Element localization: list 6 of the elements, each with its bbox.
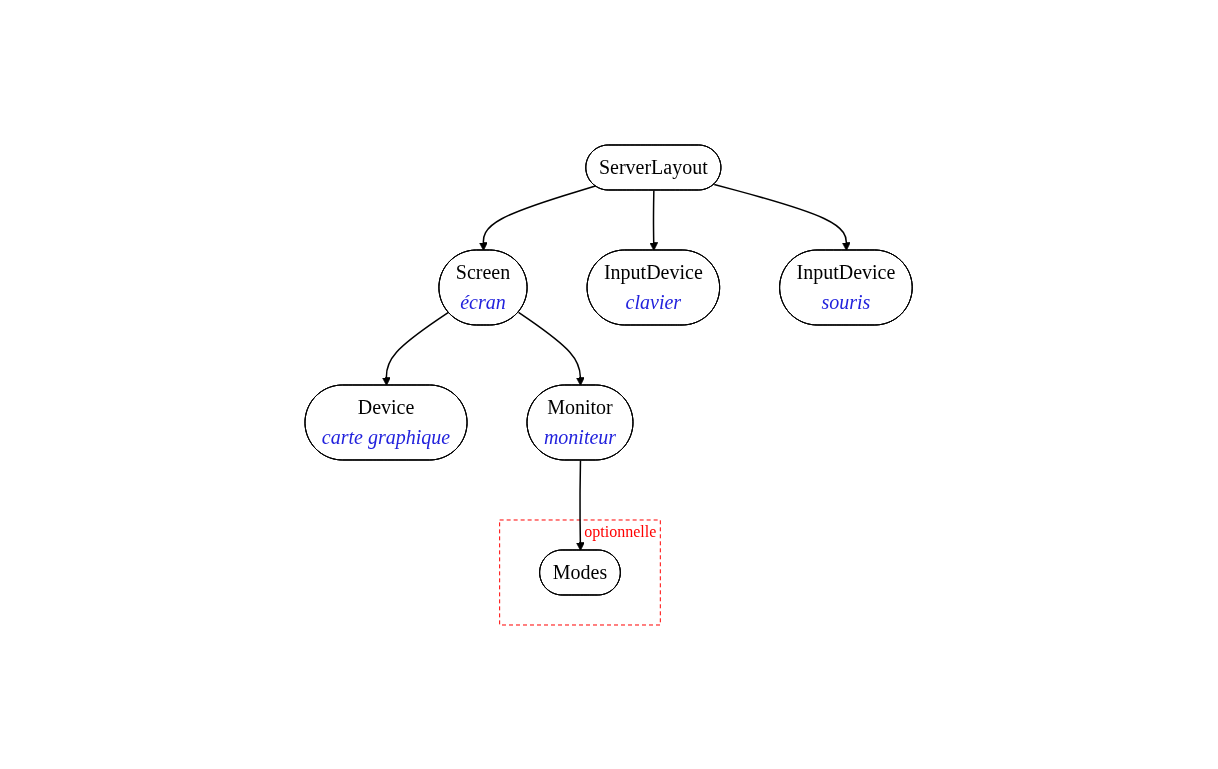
arrow [479,184,597,251]
arrow [518,311,586,386]
arrow [576,459,586,551]
arrow [382,311,450,386]
arrow [649,189,659,251]
arrow [713,183,852,251]
